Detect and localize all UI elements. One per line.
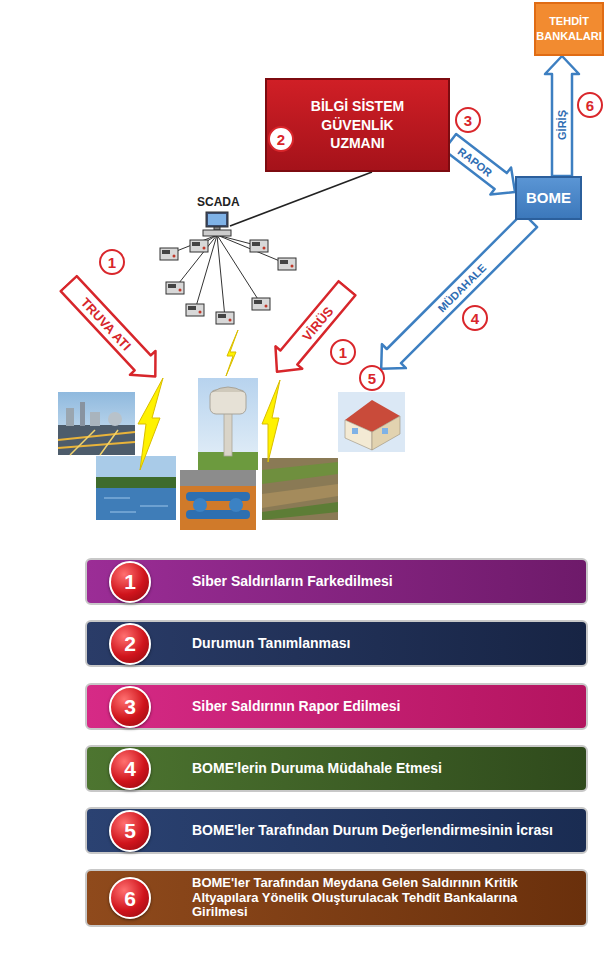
number-text: 4 (124, 758, 136, 779)
number-text: 6 (586, 98, 594, 113)
callout-number: 2 (268, 126, 294, 152)
step-number: 5 (109, 810, 151, 852)
lake-photo (96, 456, 176, 520)
callout-number: 5 (359, 365, 385, 391)
lightning-bolts (138, 330, 280, 470)
water-tower-photo (198, 378, 258, 470)
fields-photo (262, 458, 338, 520)
step-number: 6 (109, 877, 151, 919)
system-label: SCADA (197, 196, 240, 209)
step-band: BOME'ler Tarafından Durum Değerlendirmes… (85, 807, 588, 854)
node-text: TRUVA ATI (79, 295, 134, 352)
bome-box: BOME (515, 176, 582, 220)
expert-wire (230, 172, 372, 226)
house-sketch (338, 392, 405, 452)
scada-network (160, 212, 296, 324)
number-text: 5 (368, 371, 376, 386)
node-text: BİLGİ SİSTEM GÜVENLİK UZMANI (295, 97, 420, 154)
callout-number: 4 (462, 305, 488, 331)
step-band: Siber Saldırının Rapor Edilmesi 3 (85, 683, 588, 730)
block-arrow-connector (381, 213, 537, 369)
number-text: 5 (124, 820, 136, 841)
expert-box: BİLGİ SİSTEM GÜVENLİK UZMANI 2 (265, 78, 450, 172)
block-arrow-connector (444, 134, 515, 194)
number-text: 4 (471, 311, 479, 326)
callout-number: 1 (330, 339, 356, 365)
arrow-shape (264, 277, 361, 383)
callout-number: 3 (455, 107, 481, 133)
step-number: 1 (109, 561, 151, 603)
node-text: BOME (526, 188, 571, 208)
number-text: 2 (124, 633, 136, 654)
step-band: BOME'lerin Duruma Müdahale Etmesi 4 (85, 745, 588, 792)
step-band: Durumun Tanımlanması 2 (85, 620, 588, 667)
arrow-shape (56, 272, 168, 389)
node-text: Siber Saldırının Rapor Edilmesi (192, 698, 401, 714)
attack-arrow: TRUVA ATI (54, 270, 170, 391)
threat-bank-box: TEHDİT BANKALARI (534, 2, 604, 56)
node-text: Siber Saldırıların Farkedilmesi (192, 573, 393, 589)
attack-arrow: VİRÜS (261, 275, 362, 385)
node-text: TEHDİT BANKALARI (536, 14, 601, 44)
step-band: Siber Saldırıların Farkedilmesi 1 (85, 558, 588, 605)
number-text: 3 (464, 113, 472, 128)
number-text: 2 (277, 132, 285, 147)
pump-station-photo (180, 470, 256, 530)
connector-label: GİRİŞ (556, 108, 568, 142)
callout-number: 1 (99, 249, 125, 275)
number-text: 3 (124, 696, 136, 717)
node-text: Durumun Tanımlanması (192, 635, 350, 651)
number-text: 6 (124, 888, 136, 909)
step-number: 4 (109, 748, 151, 790)
number-text: 1 (339, 345, 347, 360)
step-band: BOME'ler Tarafından Meydana Gelen Saldır… (85, 869, 588, 927)
number-text: 1 (108, 255, 116, 270)
node-text: BOME'lerin Duruma Müdahale Etmesi (192, 760, 442, 776)
node-text: BOME'ler Tarafından Meydana Gelen Saldır… (192, 876, 576, 921)
step-number: 3 (109, 686, 151, 728)
step-number: 2 (109, 623, 151, 665)
arrow-text-area: TRUVA ATI (56, 272, 157, 376)
node-text: BOME'ler Tarafından Durum Değerlendirmes… (192, 822, 553, 838)
block-arrow-connector (545, 56, 579, 176)
callout-number: 6 (577, 92, 603, 118)
number-text: 1 (124, 571, 136, 592)
refinery-photo (58, 392, 135, 455)
node-text: VİRÜS (300, 304, 335, 343)
